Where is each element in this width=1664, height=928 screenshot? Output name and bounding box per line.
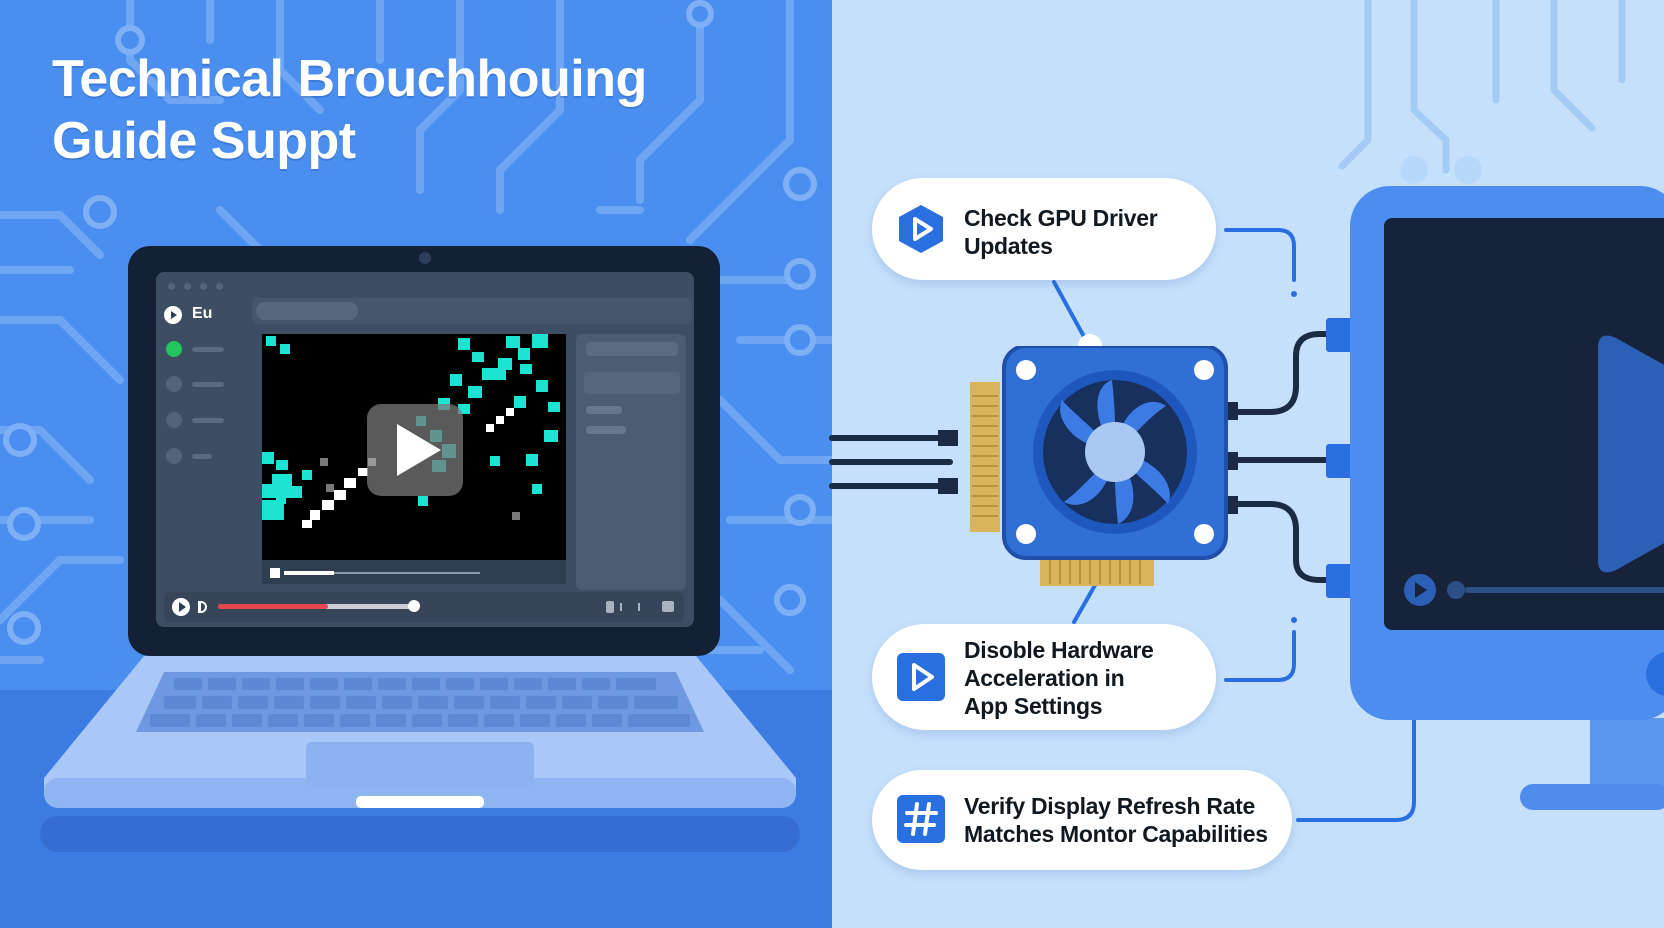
- laptop-shadow: [40, 816, 800, 852]
- monitor-play-icon: [1404, 335, 1664, 606]
- scrubber-fill: [284, 571, 334, 575]
- app-logo-icon: [164, 306, 182, 324]
- panel-line: [586, 406, 622, 414]
- progress-fill: [218, 604, 328, 609]
- volume-icon[interactable]: [606, 601, 614, 613]
- sidebar-item-label: [192, 347, 224, 352]
- circuit-background: [0, 0, 832, 674]
- search-input[interactable]: [256, 302, 358, 320]
- circuit-background-right: [1338, 0, 1626, 184]
- sidebar-item-label: [192, 418, 224, 423]
- fullscreen-icon[interactable]: [662, 601, 674, 612]
- panel-header: [586, 342, 678, 356]
- settings-icon[interactable]: [620, 603, 640, 611]
- window-dot: [168, 283, 175, 290]
- window-dot: [216, 283, 223, 290]
- monitor-power-button: [1646, 652, 1664, 696]
- skip-icon[interactable]: [198, 601, 207, 613]
- step-2-line-3: App Settings: [964, 693, 1103, 719]
- sidebar-item-icon[interactable]: [166, 412, 182, 428]
- sidebar-item-label: [192, 382, 224, 387]
- play-button-large[interactable]: [367, 404, 463, 496]
- step-3-line-1: Verify Display Refresh Rate: [964, 793, 1256, 819]
- gpu-card: [970, 346, 1228, 586]
- page-title-line-1: Technical Brouchhouing: [52, 50, 647, 108]
- progress-knob[interactable]: [408, 600, 420, 612]
- video-scrubber-bar: [262, 560, 566, 584]
- sidebar-item-label: [192, 454, 212, 459]
- app-name: Eu: [192, 305, 213, 322]
- panel-line: [586, 426, 626, 434]
- sidebar-item-icon[interactable]: [166, 341, 182, 357]
- window-dot: [184, 283, 191, 290]
- panel-row: [584, 372, 680, 394]
- play-hexagon-icon: [899, 205, 943, 253]
- step-1-line-1: Check GPU Driver: [964, 205, 1158, 231]
- step-3-line-2: Matches Montor Capabilities: [964, 821, 1268, 847]
- play-square-icon: [897, 653, 945, 701]
- step-1-line-2: Updates: [964, 233, 1053, 259]
- webcam-icon: [419, 252, 431, 264]
- hash-icon: [897, 795, 945, 843]
- page-title-line-2: Guide Suppt: [52, 112, 356, 170]
- window-dot: [200, 283, 207, 290]
- monitor-foot: [1520, 784, 1664, 810]
- laptop-base: [44, 656, 796, 808]
- step-2-line-1: Disoble Hardware: [964, 637, 1154, 663]
- scrubber-track[interactable]: [284, 572, 480, 574]
- sidebar-item-icon[interactable]: [166, 448, 182, 464]
- step-2-line-2: Acceleration in: [964, 665, 1125, 691]
- play-icon[interactable]: [172, 598, 190, 616]
- sidebar-item-icon[interactable]: [166, 376, 182, 392]
- monitor-stand: [1590, 718, 1664, 790]
- scrubber-thumb[interactable]: [270, 568, 280, 578]
